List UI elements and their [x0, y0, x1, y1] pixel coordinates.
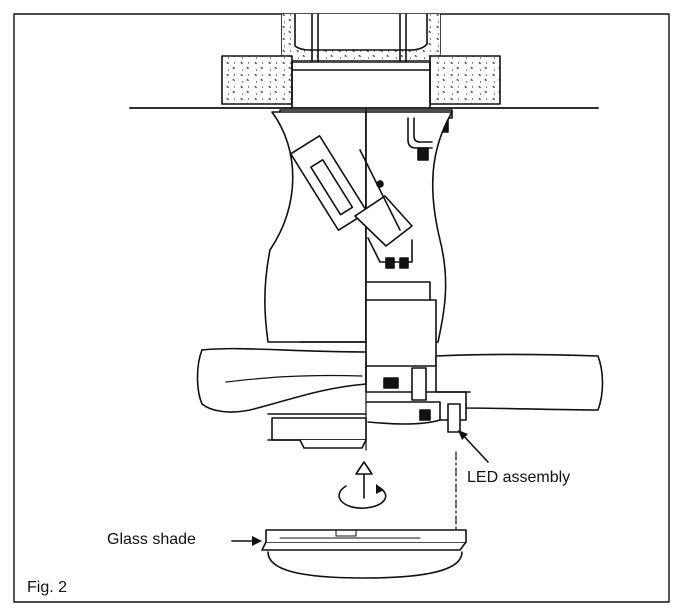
led-assembly-arrowhead — [458, 430, 468, 440]
figure-caption: Fig. 2 — [27, 579, 68, 596]
ceiling-insulation — [129, 55, 599, 109]
glass-shade-arrowhead — [252, 536, 262, 546]
light-kit — [267, 365, 471, 449]
fan-blade-right — [435, 353, 604, 411]
glass-shade-label: Glass shade — [107, 531, 196, 548]
glass-shade — [261, 529, 467, 579]
rotate-arrow-icon — [338, 461, 387, 509]
led-assembly-label: LED assembly — [467, 469, 571, 486]
internal-bracket — [289, 117, 433, 269]
ceiling-box — [281, 13, 441, 63]
fan-blade-left — [196, 347, 367, 413]
